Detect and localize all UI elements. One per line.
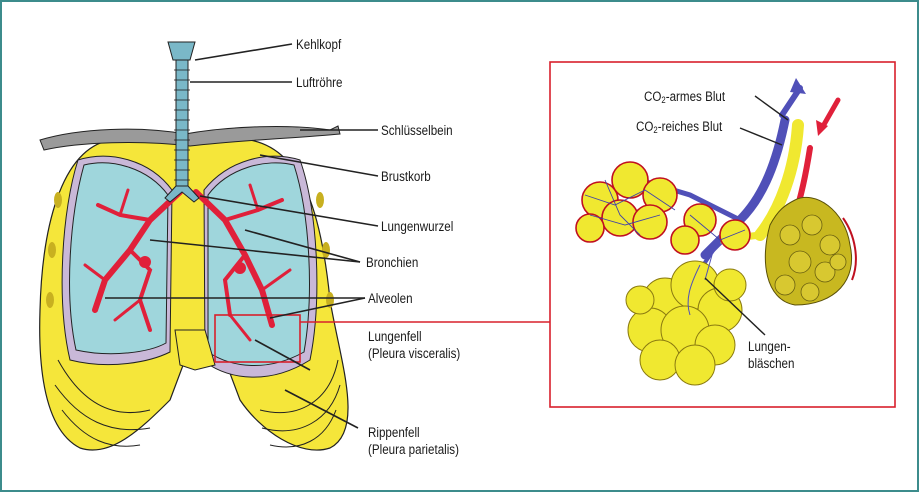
co2-armes-suffix: -armes Blut (666, 89, 725, 104)
co2-reiches-suffix: -reiches Blut (658, 119, 723, 134)
label-rippenfell-name: Rippenfell (368, 424, 459, 441)
label-bronchien: Bronchien (366, 254, 418, 271)
co2-reiches-prefix: CO (636, 119, 653, 134)
label-schluesselbein: Schlüsselbein (381, 122, 453, 139)
label-alveolen: Alveolen (368, 290, 413, 307)
label-lungenblaeschen: Lungen- bläschen (748, 338, 794, 372)
label-co2-reiches-blut: CO2-reiches Blut (636, 118, 722, 135)
co2-armes-prefix: CO (644, 89, 661, 104)
label-lungenblaeschen-line2: bläschen (748, 355, 794, 372)
label-brustkorb: Brustkorb (381, 168, 431, 185)
label-co2-armes-blut: CO2-armes Blut (644, 88, 725, 105)
label-rippenfell: Rippenfell (Pleura parietalis) (368, 424, 459, 458)
label-kehlkopf: Kehlkopf (296, 36, 341, 53)
label-lungenfell: Lungenfell (Pleura visceralis) (368, 328, 460, 362)
label-rippenfell-latin: (Pleura parietalis) (368, 441, 459, 458)
label-lungenfell-name: Lungenfell (368, 328, 460, 345)
label-luftroehre: Luftröhre (296, 74, 342, 91)
label-lungenwurzel: Lungenwurzel (381, 218, 453, 235)
label-lungenfell-latin: (Pleura visceralis) (368, 345, 460, 362)
label-lungenblaeschen-line1: Lungen- (748, 338, 794, 355)
